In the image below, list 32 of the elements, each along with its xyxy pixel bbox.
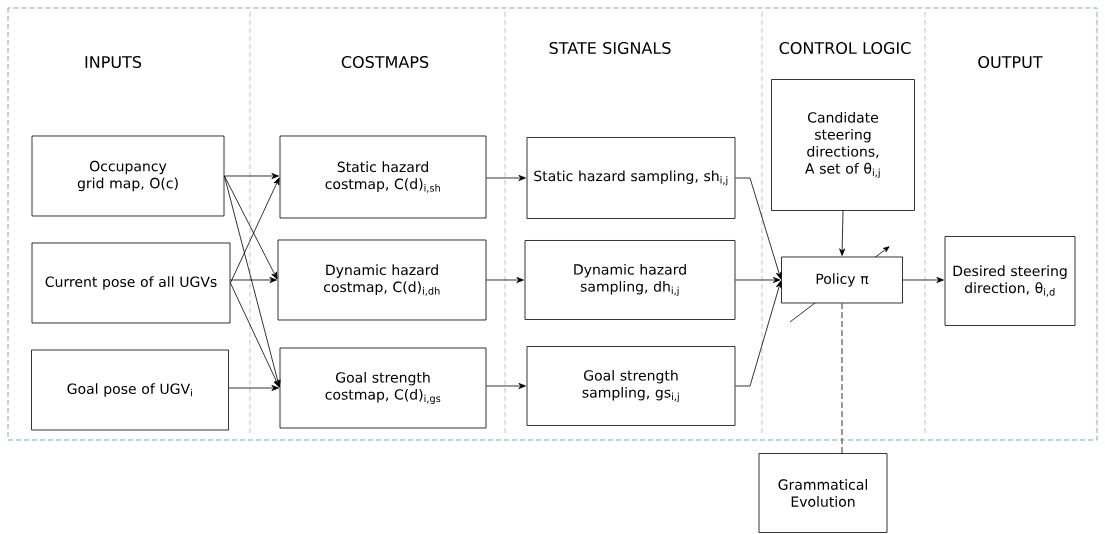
arrow [224,173,279,179]
arrow [230,282,280,388]
column-heading: STATE SIGNALS [549,41,671,55]
process-box: Candidate steering directions, A set of θ$_{i,j}$ [771,79,915,211]
arrow [486,175,526,181]
process-box: Static hazard costmap, C(d)$_{i,sh}$ [279,135,487,219]
column-heading: OUTPUT [978,55,1043,69]
process-box: Current pose of all UGVs [31,242,231,324]
arrow [230,277,277,283]
process-box: Grammatical Evolution [758,453,888,533]
process-box: Policy π [781,256,903,304]
process-box: Desired steering direction, θ$_{i,d}$ [944,236,1076,326]
arrow [735,277,781,283]
process-box: Goal pose of UGV$_{i}$ [31,349,229,431]
process-box: Dynamic hazard costmap, C(d)$_{i,dh}$ [277,239,487,321]
process-box: Goal strength costmap, C(d)$_{i,gs}$ [279,347,487,429]
column-heading: CONTROL LOGIC [779,41,911,55]
arrow [486,383,526,389]
process-box: Goal strength sampling, gs$_{i,j}$ [526,346,736,426]
arrow [902,277,944,283]
process-box: Dynamic hazard sampling, dh$_{i,j}$ [524,240,736,320]
arrow [224,175,278,280]
column-heading: INPUTS [85,55,142,69]
column-heading: COSTMAPS [341,55,429,69]
process-box: Static hazard sampling, sh$_{i,j}$ [526,137,736,219]
arrow [839,210,846,256]
process-box: Occupancy grid map, O(c) [31,135,225,217]
arrow [486,277,524,283]
arrow [735,177,782,280]
arrow [230,177,280,284]
arrow [735,280,782,387]
arrow [228,385,279,391]
